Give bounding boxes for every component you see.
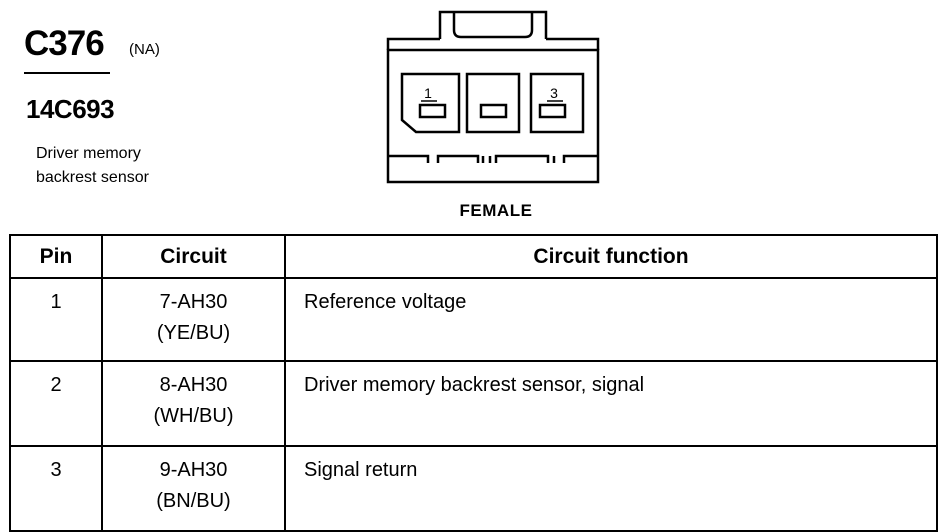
circuit-function: Reference voltage [284,277,938,362]
connector-gender-label: FEMALE [459,201,533,220]
circuit-cell: 9-AH30 (BN/BU) [101,445,286,532]
cavity-3-terminal [538,103,567,119]
table-row: 2 8-AH30 (WH/BU) Driver memory backrest … [9,360,938,447]
cavity-2-outline [465,72,521,134]
table-row: 1 7-AH30 (YE/BU) Reference voltage [9,277,938,362]
connector-description: Driver memory backrest sensor [36,145,149,186]
circuit-cell: 7-AH30 (YE/BU) [101,277,286,362]
circuit-number: 9-AH30 [159,459,228,481]
circuit-number: 7-AH30 [159,291,228,313]
connector-right-shoulder [546,37,600,50]
circuit-cell: 8-AH30 (WH/BU) [101,360,286,447]
cavity-3-label: 3 [550,85,558,101]
circuit-function: Signal return [284,445,938,532]
market-code: (NA) [129,41,160,58]
header-circuit-function: Circuit function [284,234,938,279]
circuit-function: Driver memory backrest sensor, signal [284,360,938,447]
wire-color: (BN/BU) [156,490,231,512]
wire-color: (WH/BU) [153,405,234,427]
pinout-table: Pin Circuit Circuit function 1 7-AH30 (Y… [9,234,938,532]
pin-number: 2 [9,360,103,447]
cavity-1-outline [400,72,461,134]
header-pin: Pin [9,234,103,279]
connector-left-shoulder [386,37,440,50]
pin-number: 3 [9,445,103,532]
wire-color: (YE/BU) [156,322,231,344]
table-row: 3 9-AH30 (BN/BU) Signal return [9,445,938,532]
cavity-3-outline [529,72,585,134]
connector-body [386,48,600,184]
part-number: 14C693 [26,94,115,124]
connector-id: C376 [24,24,105,63]
header-circuit: Circuit [101,234,286,279]
cavity-1-label: 1 [424,85,432,101]
cavity-1-terminal [418,103,447,119]
connector-bottom-ribs [388,154,598,163]
connector-face-diagram: 1 3 [386,10,600,184]
circuit-number: 8-AH30 [159,374,228,396]
pin-number: 1 [9,277,103,362]
connector-id-underline [24,72,110,74]
connector-latch-inner [452,12,534,39]
connector-latch-outline [438,10,548,39]
pinout-header-row: Pin Circuit Circuit function [9,234,938,279]
cavity-2-terminal [479,103,508,119]
